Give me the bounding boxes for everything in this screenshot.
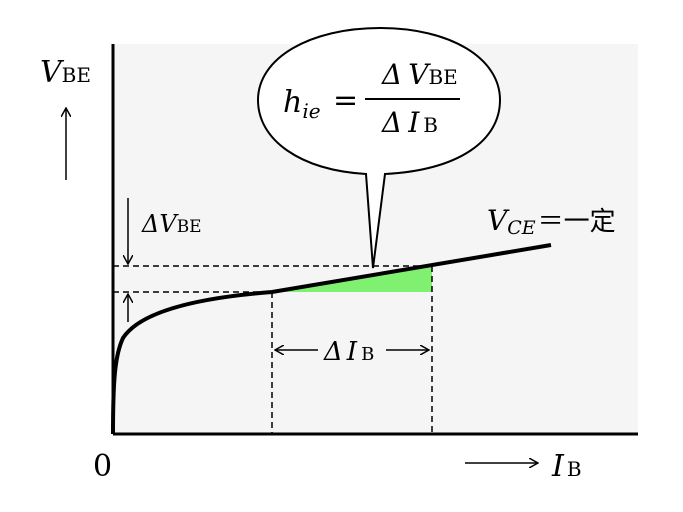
denominator-symbol: I: [407, 106, 420, 139]
numerator-symbol: V: [408, 58, 431, 91]
formula-bubble: [256, 26, 502, 269]
delta-vbe-delta: Δ: [141, 210, 159, 238]
x-axis-subscript: B: [567, 457, 582, 481]
formula-h-subscript: ie: [302, 99, 320, 123]
formula-lhs: hie: [283, 85, 321, 123]
curve-label: VCE＝一定: [487, 204, 616, 239]
denominator-delta: Δ: [381, 106, 402, 139]
y-axis-subscript: BE: [62, 63, 91, 87]
curve-label-subscript: CE: [507, 217, 536, 239]
numerator-subscript: BE: [428, 65, 457, 89]
delta-vbe-subscript: BE: [177, 217, 202, 237]
curve-label-symbol: V: [487, 204, 510, 237]
formula-h: h: [283, 85, 302, 120]
x-axis-symbol: I: [551, 449, 565, 484]
delta-ib-symbol: I: [346, 337, 358, 367]
denominator-subscript: B: [423, 113, 438, 137]
delta-ib-delta: Δ: [323, 337, 343, 367]
vbe-ib-curve: [111, 243, 552, 435]
formula-equals: =: [333, 83, 358, 118]
y-axis-symbol: V: [40, 55, 65, 90]
delta-ib-subscript: B: [361, 344, 374, 365]
delta-vbe-symbol: V: [159, 210, 179, 238]
delta-vbe-label: ΔVBE: [141, 210, 202, 238]
origin-label: 0: [93, 449, 112, 484]
numerator-delta: Δ: [381, 58, 402, 91]
y-axis-label: VBE: [40, 55, 91, 90]
curve-label-constant: ＝一定: [538, 207, 616, 237]
